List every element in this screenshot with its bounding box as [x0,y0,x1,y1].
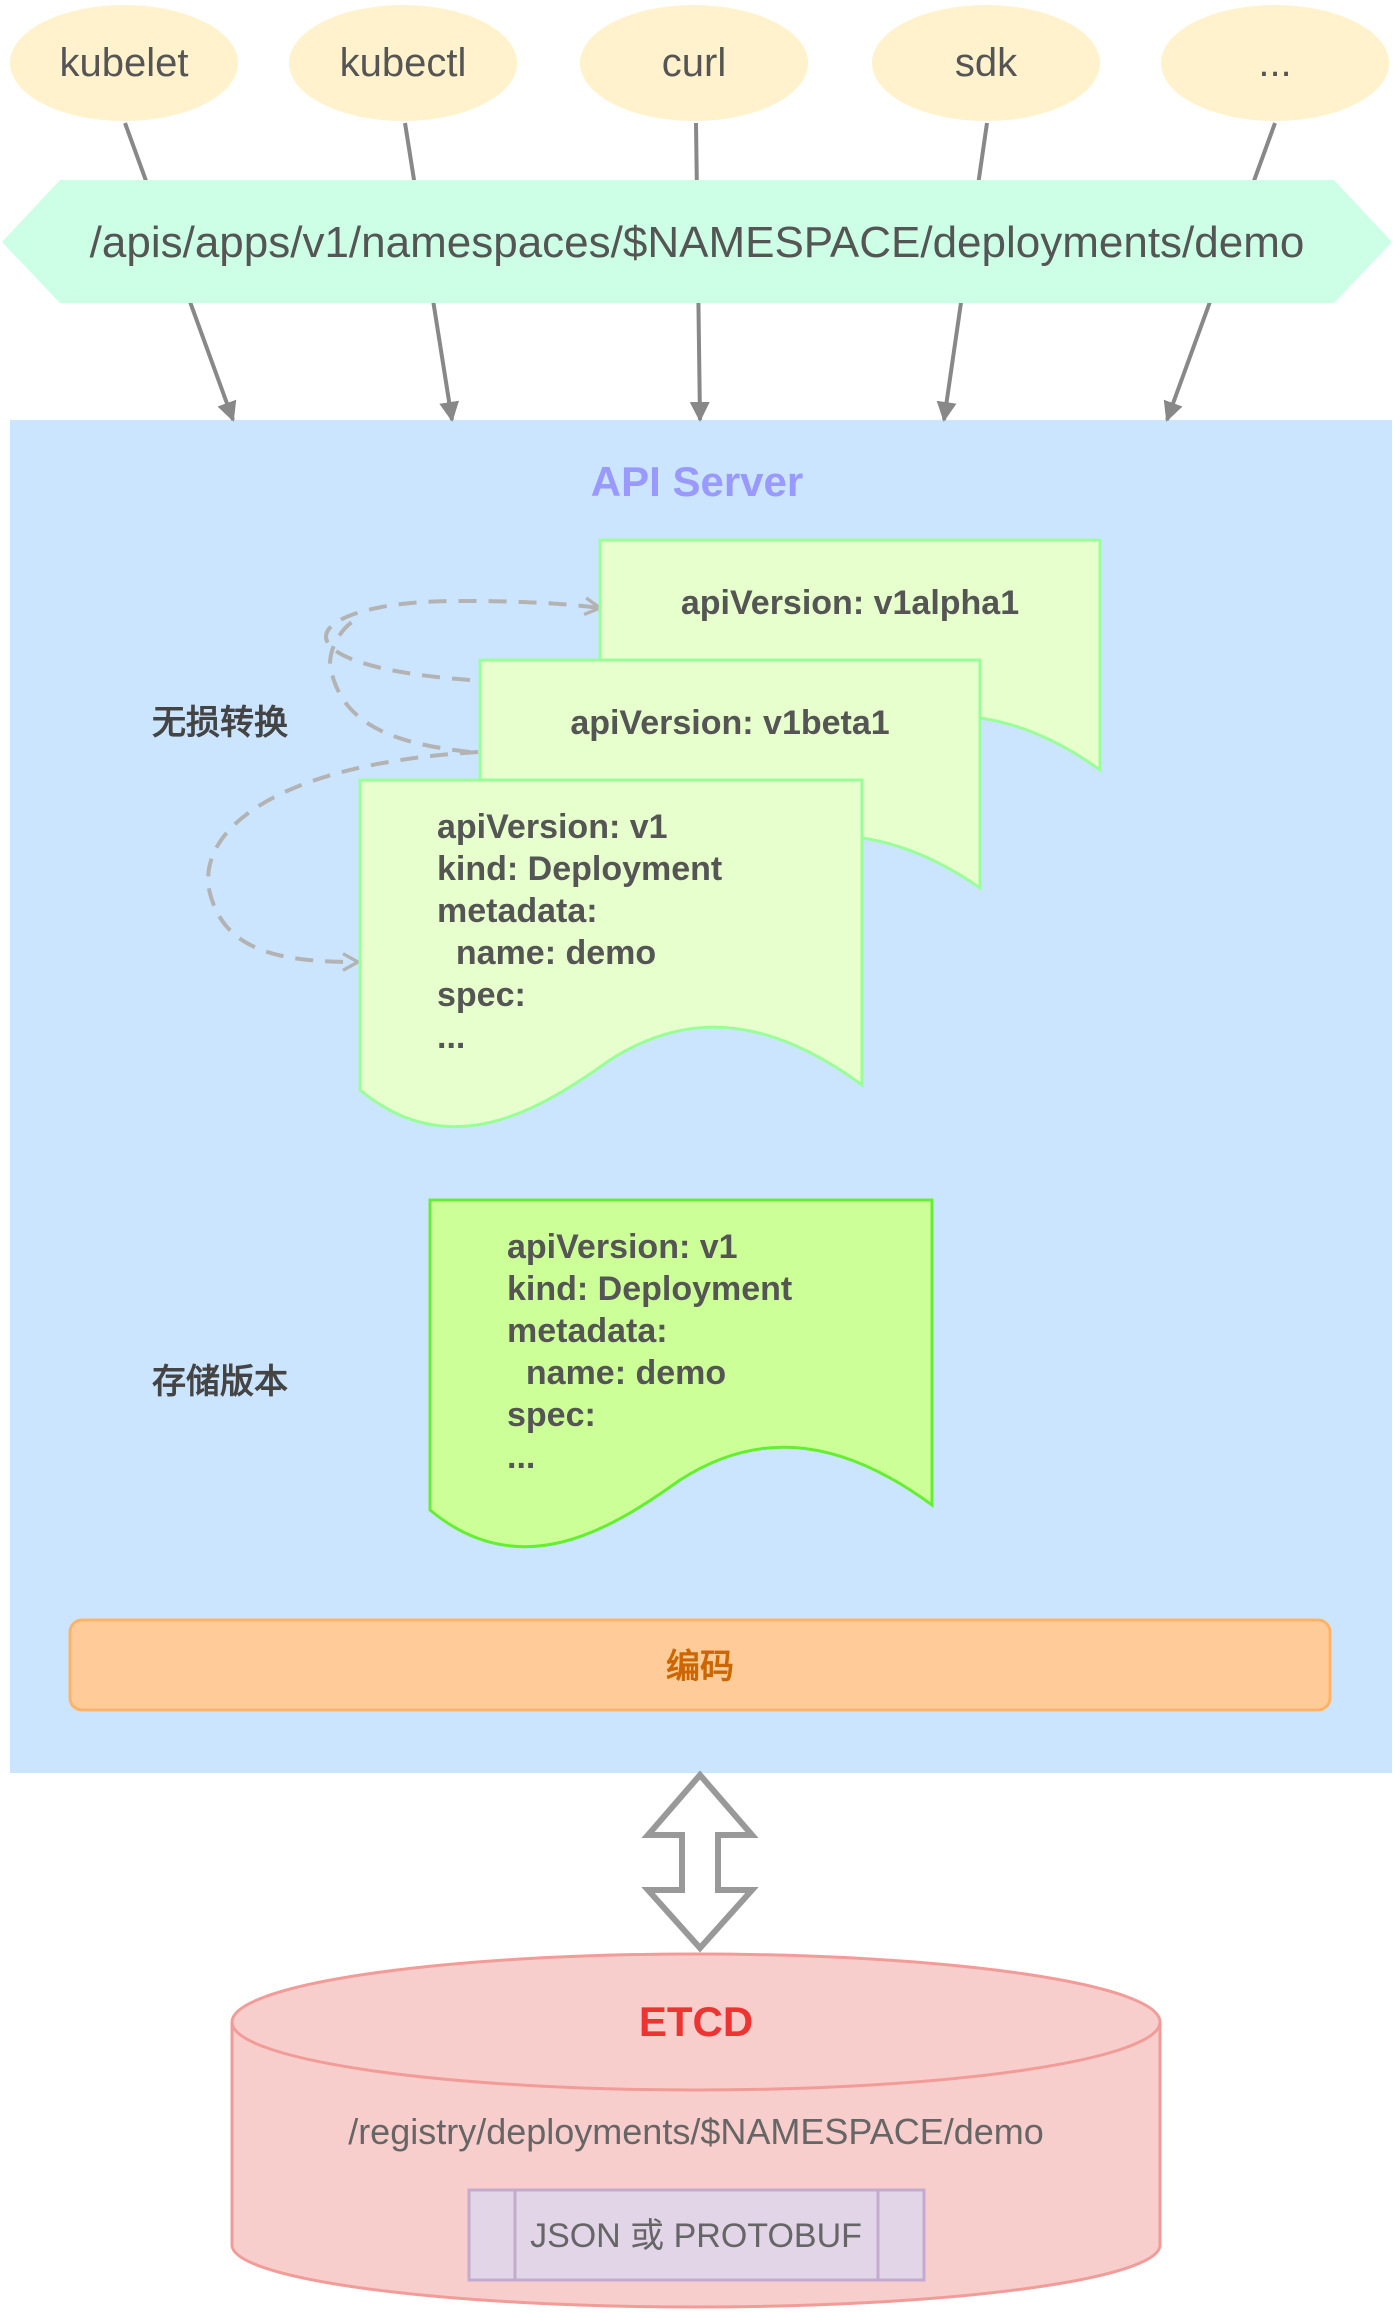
doc-v1-shape [358,778,864,1129]
encode-bar-shape [68,1618,1332,1712]
doc-storage-line-4: name: demo [507,1354,726,1392]
endpoint-path: /apis/apps/v1/namespaces/$NAMESPACE/depl… [90,218,1305,267]
doc-v1-line-2: kind: Deployment [437,850,722,888]
client-label: kubelet [60,41,189,85]
client-ellipse [580,5,808,121]
endpoint-banner: /apis/apps/v1/namespaces/$NAMESPACE/depl… [2,180,1392,303]
client-kubectl[interactable]: kubectl [289,5,517,121]
client-label: ... [1258,41,1291,85]
storage-format-outer [467,2188,926,2282]
client-label: sdk [955,41,1018,85]
client-curl[interactable]: curl [580,5,808,121]
etcd-cylinder-top [230,1952,1162,2092]
doc-storage-line-3: metadata: [507,1312,668,1350]
doc-v1-line-5: spec: [437,976,526,1014]
client-ellipse [289,5,517,121]
api-server-title: API Server [591,458,803,505]
doc-v1alpha1-title: apiVersion: v1alpha1 [681,584,1019,622]
etcd-key-path: /registry/deployments/$NAMESPACE/demo [348,2111,1044,2152]
client-label: kubectl [340,41,467,85]
doc-storage[interactable]: apiVersion: v1 kind: Deployment metadata… [428,1198,934,1549]
client-more[interactable]: ... [1161,5,1389,121]
storage-format-label: JSON 或 PROTOBUF [530,2217,862,2255]
client-label: curl [662,41,726,85]
endpoint-shape [2,180,1392,303]
dashed-arrow-to-v1beta1 [327,616,471,754]
doc-v1beta1-title: apiVersion: v1beta1 [570,704,889,742]
bidirectional-arrow-icon [641,1770,759,1953]
client-kubelet[interactable]: kubelet [10,5,238,121]
client-sdk[interactable]: sdk [872,5,1100,121]
storage-format-box[interactable]: JSON 或 PROTOBUF [467,2188,926,2282]
conversion-arrows [206,601,600,962]
doc-v1-line-3: metadata: [437,892,598,930]
doc-storage-line-5: spec: [507,1396,596,1434]
doc-storage-shape [428,1198,934,1549]
doc-storage-line-1: apiVersion: v1 [507,1228,738,1266]
etcd-cylinder-body [230,2022,1162,2309]
storage-label: 存储版本 [152,1363,288,1401]
doc-v1[interactable]: apiVersion: v1 kind: Deployment metadata… [358,778,864,1129]
doc-storage-line-6: ... [507,1438,535,1476]
client-ellipse [10,5,238,121]
doc-storage-line-2: kind: Deployment [507,1270,792,1308]
client-ellipse [872,5,1100,121]
dashed-arrow-to-v1alpha1 [324,601,600,682]
etcd-cylinder: ETCD /registry/deployments/$NAMESPACE/de… [230,1952,1162,2309]
conversion-label: 无损转换 [152,704,288,742]
encode-bar[interactable]: 编码 [68,1618,1332,1712]
etcd-title: ETCD [639,1998,753,2045]
client-ellipse [1161,5,1389,121]
doc-v1-line-1: apiVersion: v1 [437,808,668,846]
doc-v1-line-4: name: demo [437,934,656,972]
encode-label: 编码 [666,1648,734,1686]
doc-v1-line-6: ... [437,1018,465,1056]
